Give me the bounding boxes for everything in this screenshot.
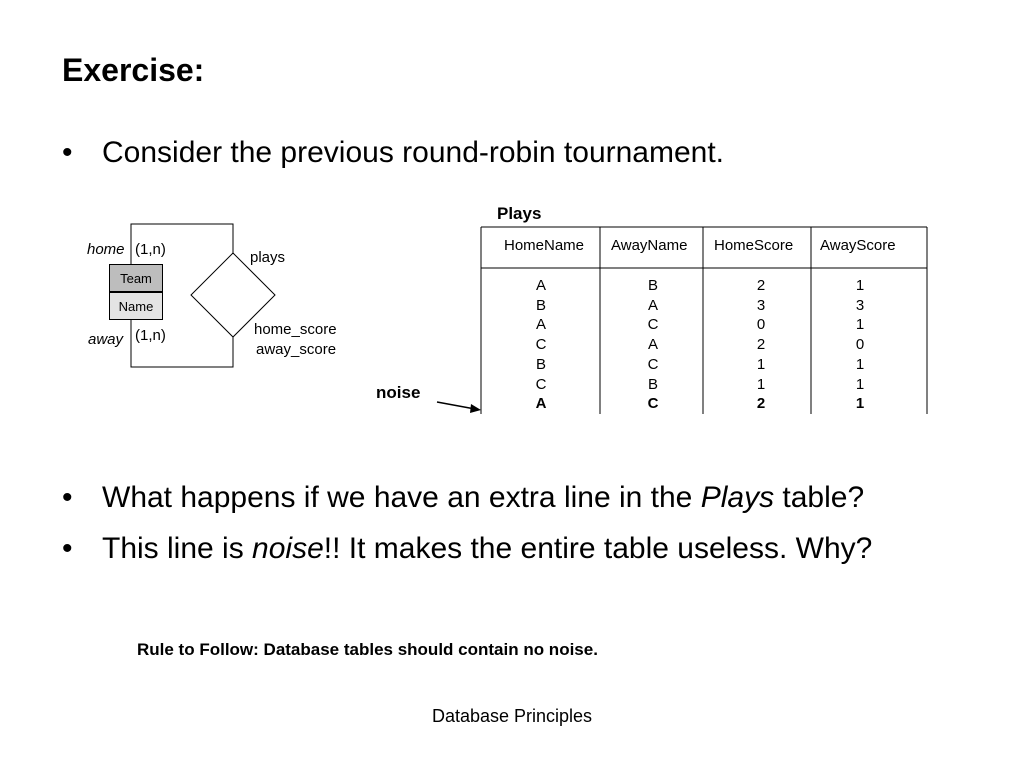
table-cell: A [535,277,547,294]
table-cell: C [535,375,547,393]
table-cell: 1 [855,395,865,413]
role-away: away [88,331,124,348]
bullet-text-emphasis: noise [252,532,324,565]
table-cell: B [647,277,659,294]
slide-footer: Database Principles [431,706,593,726]
cardinality-home: (1,n) [135,241,166,258]
entity-attribute-name: Name [109,292,163,320]
table-cell: 1 [855,316,865,334]
table-cell: 1 [855,355,865,373]
relationship-label: plays [250,249,286,266]
table-cell: 3 [756,296,766,314]
bullet-text-pre: This line is [102,532,253,565]
table-cell: C [647,316,659,334]
bullet-text-post: !! It makes the entire table useless. Wh… [323,532,873,565]
table-cell: C [647,395,659,413]
table-cell: C [647,355,659,373]
bullet-text-emphasis: Plays [700,481,775,514]
bullet-dot: • [62,136,73,169]
bullet-text-post: table? [774,481,865,514]
table-cell: 0 [855,336,865,354]
rule-statement: Rule to Follow: Database tables should c… [137,640,598,659]
bullet-extra-line: • What happens if we have an extra line i… [62,481,864,515]
relationship-diamond [190,252,276,338]
bullet-consider: • Consider the previous round-robin tourn… [62,136,724,170]
table-cell: B [535,296,547,314]
table-cell: 2 [756,277,766,294]
table-cell: 1 [756,355,766,373]
table-cell: 2 [756,395,766,413]
role-home: home [87,241,125,258]
entity-team: Team [109,264,163,292]
table-cell: 0 [756,316,766,334]
table-cell: 1 [855,277,865,294]
table-cell: C [535,336,547,354]
bullet-dot: • [62,532,73,565]
table-cell: A [647,296,659,314]
slide-title: Exercise: [62,52,205,88]
table-cell: 1 [756,375,766,393]
column-header-awayname: AwayName [611,237,688,254]
cardinality-away: (1,n) [135,327,166,344]
bullet-noise: • This line is noise!! It makes the entir… [62,532,872,566]
bullet-text: Consider the previous round-robin tourna… [102,136,725,169]
table-cell: A [647,336,659,354]
bullet-dot: • [62,481,73,514]
column-header-awayscore: AwayScore [820,237,896,254]
table-cell: B [535,355,547,373]
table-cell: A [535,395,547,413]
noise-arrow-head [470,404,481,413]
relationship-attribute-away-score: away_score [256,341,337,358]
bullet-text-pre: What happens if we have an extra line in… [102,481,701,514]
table-title: Plays [497,204,542,223]
table-cell: A [535,316,547,334]
table-cell: 2 [756,336,766,354]
table-cell: 3 [855,296,865,314]
noise-label: noise [376,383,421,402]
column-header-homename: HomeName [504,237,585,254]
relationship-attribute-home-score: home_score [254,321,337,338]
table-cell: B [647,375,659,393]
noise-arrow [436,401,476,410]
table-cell: 1 [855,375,865,393]
column-header-homescore: HomeScore [714,237,794,254]
